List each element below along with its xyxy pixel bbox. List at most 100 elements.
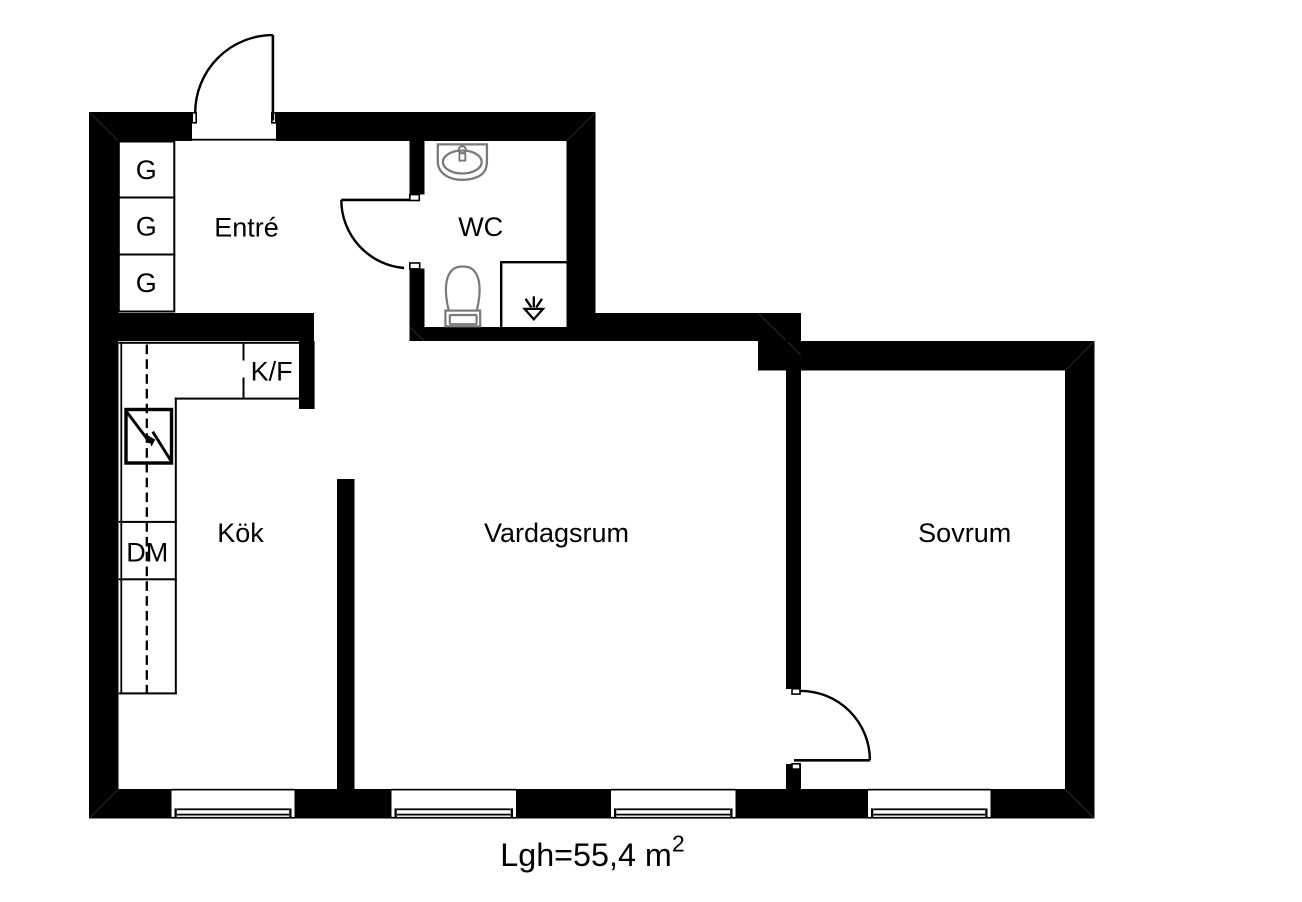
wc-door bbox=[340, 193, 421, 270]
wc-door-frame-top bbox=[408, 193, 421, 202]
label-sovrum: Sovrum bbox=[918, 518, 1011, 548]
window-glazing-b bbox=[397, 813, 511, 816]
window-tick-left bbox=[871, 808, 874, 818]
window-tick-left bbox=[614, 808, 617, 818]
wall-bottom-segment-2 bbox=[294, 789, 392, 819]
counter-separator-2 bbox=[118, 578, 177, 581]
sink-basin-outline bbox=[436, 143, 489, 181]
entrance-door-threshold bbox=[192, 138, 276, 141]
entrance-door-frame-left bbox=[191, 112, 197, 124]
counter-strip-bottom-edge bbox=[174, 397, 299, 400]
wall-sovrum-divider-upper bbox=[786, 370, 801, 689]
wall-miter-seams bbox=[89, 112, 1095, 819]
shower-border-left bbox=[500, 261, 503, 327]
miter-wc-top-right bbox=[566, 112, 596, 141]
label-kf: K/F bbox=[251, 356, 293, 386]
stove-bolt-line-2 bbox=[151, 430, 173, 463]
wall-exterior-right bbox=[1065, 341, 1095, 819]
window-kok bbox=[171, 788, 295, 819]
miter-sovrum-top-right bbox=[1065, 341, 1095, 371]
miter-top-left bbox=[89, 112, 119, 141]
sink-bowl bbox=[441, 149, 483, 175]
fridge-divider-lower bbox=[242, 377, 245, 398]
window-glazing-a bbox=[616, 808, 730, 811]
drain-triangle bbox=[522, 307, 546, 322]
window-glazing-b bbox=[873, 813, 985, 816]
wall-top-right-of-entrance-door bbox=[276, 112, 596, 141]
counter-separator-1 bbox=[118, 520, 177, 523]
window-vardagsrum-right bbox=[611, 788, 736, 819]
stove bbox=[124, 407, 174, 465]
kitchen-counter bbox=[118, 341, 299, 695]
wall-wc-right bbox=[566, 112, 596, 313]
miter-bottom-left bbox=[89, 789, 119, 819]
window-glazing-a bbox=[177, 808, 289, 811]
window-outer-line bbox=[611, 816, 736, 819]
window-inner-line bbox=[391, 788, 516, 791]
window-glazing-a bbox=[397, 808, 511, 811]
counter-right-edge bbox=[174, 397, 177, 695]
wall-sovrum-top bbox=[786, 341, 1095, 371]
shower-area bbox=[500, 261, 567, 327]
toilet-tank-inner bbox=[448, 313, 478, 326]
wardrobe-2 bbox=[117, 196, 176, 256]
counter-bottom-edge bbox=[118, 692, 177, 695]
labels: G G G Entré WC K/F Kök DM Vardagsrum Sov… bbox=[126, 155, 1011, 873]
sovrum-door-frame-bottom bbox=[791, 762, 801, 770]
wall-step-horizontal bbox=[566, 313, 789, 341]
window-tick-right bbox=[289, 808, 292, 818]
label-dm: DM bbox=[126, 538, 168, 568]
wc-fixtures bbox=[436, 143, 489, 328]
windows bbox=[171, 788, 991, 819]
wall-entre-kok-divider bbox=[89, 313, 314, 341]
toilet-tank-outer bbox=[444, 309, 482, 328]
miter-step-inner bbox=[787, 341, 801, 356]
drain-prong-right bbox=[535, 298, 543, 308]
sink-tap-stem bbox=[458, 152, 467, 162]
shower-border-top bbox=[500, 261, 567, 264]
sovrum-door bbox=[791, 687, 872, 770]
window-tick-right bbox=[985, 808, 988, 818]
floor-drain-icon bbox=[522, 296, 546, 322]
window-inner-line bbox=[868, 788, 991, 791]
window-tick-right bbox=[730, 808, 733, 818]
wc-door-swing-arc bbox=[340, 199, 405, 270]
toilet-bowl bbox=[444, 265, 481, 311]
label-wardrobe-3: G bbox=[136, 268, 157, 298]
label-entre: Entré bbox=[214, 213, 279, 243]
entrance-door-swing-arc bbox=[194, 33, 273, 113]
window-sovrum bbox=[868, 788, 991, 819]
miter-wc-bottom-left bbox=[409, 327, 425, 341]
sovrum-door-swing-arc bbox=[800, 689, 872, 761]
window-glazing-a bbox=[873, 808, 985, 811]
wall-sovrum-divider-lower bbox=[786, 764, 801, 789]
window-outer-line bbox=[868, 816, 991, 819]
sovrum-door-frame-top bbox=[791, 687, 801, 695]
walls bbox=[89, 112, 1095, 819]
counter-left-edge bbox=[120, 341, 123, 695]
wall-bottom-segment-3 bbox=[516, 789, 611, 819]
wc-door-frame-bottom bbox=[408, 262, 421, 270]
window-tick-right bbox=[510, 808, 513, 818]
wardrobes bbox=[117, 140, 176, 313]
label-wardrobe-2: G bbox=[136, 212, 157, 242]
window-outer-line bbox=[391, 816, 516, 819]
label-area: Lgh=55,4 m bbox=[500, 837, 671, 873]
window-glazing-b bbox=[616, 813, 730, 816]
miter-bottom-right bbox=[1064, 789, 1095, 819]
label-wc: WC bbox=[458, 212, 503, 242]
counter-top-edge bbox=[118, 341, 299, 344]
miter-step-outer bbox=[757, 313, 787, 342]
wall-wc-bottom bbox=[409, 327, 567, 341]
window-tick-left bbox=[174, 808, 177, 818]
drain-prong-left bbox=[524, 298, 533, 308]
wall-kok-vardagsrum-divider bbox=[337, 479, 355, 789]
window-tick-left bbox=[394, 808, 397, 818]
wall-stub-right-of-fridge bbox=[299, 341, 315, 409]
fridge-divider-upper bbox=[242, 343, 245, 361]
entrance-door bbox=[191, 33, 277, 141]
wall-wc-left-upper bbox=[409, 141, 425, 195]
wall-bottom-segment-1 bbox=[89, 789, 172, 819]
